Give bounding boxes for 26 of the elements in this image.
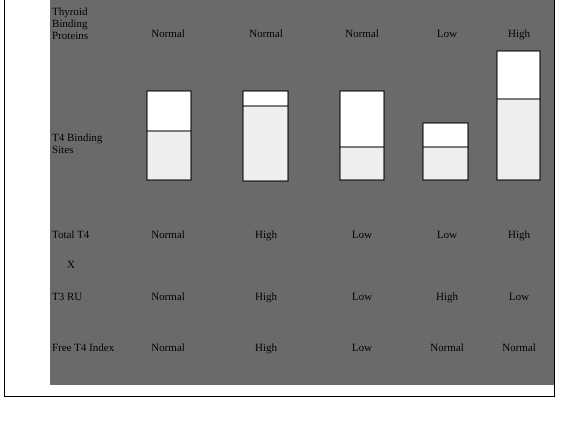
- value-label: Normal: [501, 342, 537, 354]
- row-label: T3 RU: [52, 291, 84, 303]
- value-label: Normal: [150, 229, 186, 241]
- value-label: High: [254, 342, 278, 354]
- row-label: Thyroid Binding Proteins: [52, 6, 90, 42]
- value-label: High: [435, 291, 459, 303]
- value-label: Low: [508, 291, 530, 303]
- value-label: High: [507, 28, 531, 40]
- value-label: Low: [350, 291, 374, 303]
- row-label: Total T4: [52, 229, 90, 241]
- value-label: Normal: [248, 28, 284, 40]
- value-label: Normal: [150, 342, 186, 354]
- value-label: Normal: [150, 28, 186, 40]
- row-label: Free T4 Index: [52, 342, 116, 354]
- row-label: X: [67, 259, 76, 271]
- value-label: Low: [350, 229, 374, 241]
- row-label: T4 Binding Sites: [52, 132, 104, 156]
- value-label: Normal: [150, 291, 186, 303]
- value-label: Low: [436, 229, 458, 241]
- value-label: High: [254, 291, 278, 303]
- value-label: Normal: [344, 28, 380, 40]
- value-label: High: [254, 229, 278, 241]
- value-label: Normal: [429, 342, 465, 354]
- value-label: Low: [350, 342, 374, 354]
- value-label: High: [507, 229, 531, 241]
- value-label: Low: [436, 28, 458, 40]
